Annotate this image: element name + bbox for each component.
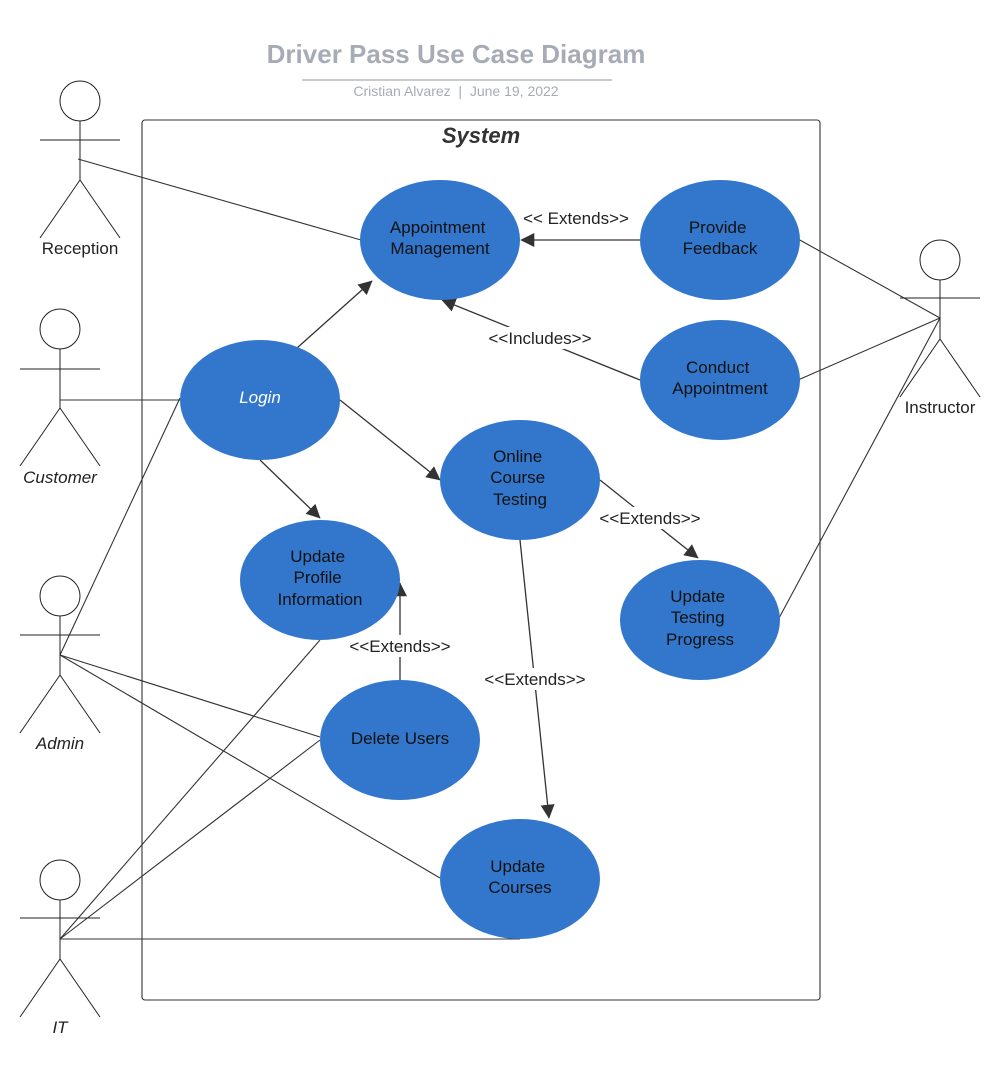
actor-label: Admin (35, 734, 84, 753)
use-case-label: Appointment Management (390, 218, 490, 258)
associations (59, 158, 941, 940)
actor-it[interactable]: IT (19, 859, 101, 1037)
diagram-subtitle: Cristian Alvarez | June 19, 2022 (353, 83, 558, 99)
relationship-login-appointment-management (296, 280, 373, 349)
relationship-labels: << Extends>> <<Includes>> <<Extends>> <<… (344, 207, 706, 690)
actor-head (919, 239, 961, 281)
actor-leg-right (59, 674, 101, 734)
use-case-label: Provide Feedback (683, 218, 758, 258)
label-background (484, 327, 596, 349)
use-case-ellipse (620, 560, 780, 680)
relationship-label-extends-testing-progress: <<Extends>> (599, 509, 700, 528)
use-case-provide-feedback[interactable]: Provide Feedback (640, 180, 800, 300)
association-instructor-conduct-appointment (797, 317, 941, 381)
actor-head (39, 575, 81, 617)
actor-leg-left (19, 958, 61, 1018)
actor-leg-right (59, 958, 101, 1018)
use-case-label: Login (239, 388, 281, 407)
actor-label: Instructor (905, 398, 976, 417)
actor-leg-right (79, 179, 121, 239)
relationship-label-extends-feedback: << Extends>> (523, 209, 629, 228)
use-case-ellipse (320, 680, 480, 800)
association-admin-update-courses (59, 654, 441, 879)
actor-leg-left (19, 674, 61, 734)
actor-leg-right (939, 338, 981, 398)
association-admin-login (59, 397, 181, 656)
actor-head (39, 308, 81, 350)
use-case-ellipse (440, 819, 600, 939)
use-case-update-courses[interactable]: Update Courses (440, 819, 600, 939)
label-background (594, 507, 706, 529)
actor-head (59, 80, 101, 122)
use-case-update-testing-progress[interactable]: Update Testing Progress (620, 560, 780, 680)
label-background (479, 668, 591, 690)
use-case-online-course-testing[interactable]: Online Course Testing (440, 420, 600, 540)
use-case-label: Update Profile Information (277, 547, 362, 609)
actor-customer[interactable]: Customer (19, 308, 101, 487)
use-case-label: Online Course Testing (490, 447, 550, 509)
system-boundary (141, 119, 821, 1001)
relationship-label-extends-courses: <<Extends>> (484, 670, 585, 689)
use-case-update-profile-information[interactable]: Update Profile Information (240, 520, 400, 640)
relationship-label-extends-profile: <<Extends>> (349, 637, 450, 656)
use-case-ellipse (640, 180, 800, 300)
association-instructor-provide-feedback (797, 238, 941, 319)
use-case-conduct-appointment[interactable]: Conduct Appointment (640, 320, 800, 440)
use-case-label: Conduct Appointment (672, 358, 768, 398)
actor-reception[interactable]: Reception (39, 80, 121, 258)
actor-label: IT (52, 1018, 69, 1037)
association-it-update-profile-information (59, 639, 321, 940)
label-background (344, 635, 456, 657)
actor-label: Customer (23, 468, 98, 487)
actor-label: Reception (42, 239, 119, 258)
diagram-title: Driver Pass Use Case Diagram (267, 39, 646, 69)
actor-instructor[interactable]: Instructor (899, 239, 981, 417)
actor-leg-left (39, 179, 81, 239)
use-case-ellipse (180, 340, 340, 460)
actor-leg-left (19, 407, 61, 467)
use-case-appointment-management[interactable]: Appointment Management (360, 180, 520, 300)
use-case-ellipse (360, 180, 520, 300)
association-admin-delete-users (59, 654, 321, 738)
relationship-login-update-profile-information (259, 459, 321, 519)
use-case-login[interactable]: Login (180, 340, 340, 460)
actor-head (39, 859, 81, 901)
relationship-label-includes-conduct: <<Includes>> (488, 329, 591, 348)
actor-leg-right (59, 407, 101, 467)
use-case-ellipse (440, 420, 600, 540)
relationship-login-online-course-testing (339, 399, 441, 481)
use-case-delete-users[interactable]: Delete Users (320, 680, 480, 800)
label-background (518, 207, 634, 229)
association-reception-appointment-management (77, 158, 362, 241)
use-case-label: Update Testing Progress (666, 587, 734, 649)
association-instructor-update-testing-progress (777, 317, 941, 621)
actor-leg-left (899, 338, 941, 398)
use-case-ellipse (640, 320, 800, 440)
use-case-ellipse (240, 520, 400, 640)
association-it-delete-users (59, 739, 321, 940)
use-case-label: Delete Users (351, 729, 449, 748)
use-case-label: Update Courses (488, 857, 551, 897)
system-label: System (442, 123, 520, 148)
actor-admin[interactable]: Admin (19, 575, 101, 753)
